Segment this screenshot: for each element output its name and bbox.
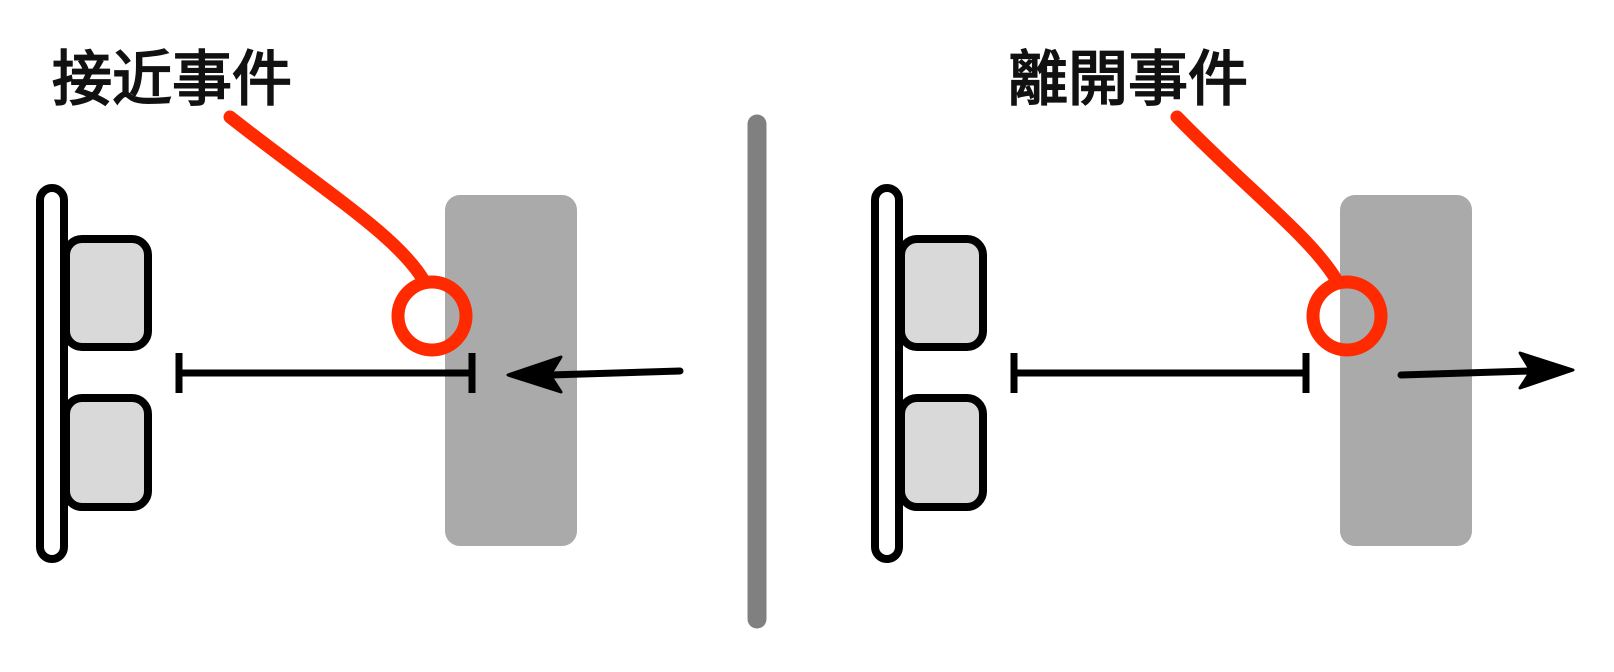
approach-direction-arrow xyxy=(506,355,684,394)
leave-event-marker xyxy=(1306,275,1388,357)
arrow-left-icon xyxy=(506,355,563,394)
sensor-device xyxy=(36,184,152,563)
sensor-pad-bottom xyxy=(897,394,987,511)
sensor-device xyxy=(871,184,987,563)
approach-event-panel: 接近事件 xyxy=(36,45,684,563)
approaching-object xyxy=(445,195,577,546)
sensor-device-body xyxy=(871,184,903,563)
arrow-right-icon xyxy=(1518,351,1575,390)
leave-event-leader-line xyxy=(1170,110,1344,288)
sensor-pad-top xyxy=(897,235,987,351)
leave-event-label: 離開事件 xyxy=(1008,45,1248,115)
distance-threshold xyxy=(1010,353,1310,393)
sensor-pad-top xyxy=(62,235,152,351)
sensor-device-body xyxy=(36,184,68,563)
approach-event-leader-line xyxy=(223,110,431,288)
leave-arrow-shaft xyxy=(1397,367,1534,379)
leave-direction-arrow xyxy=(1397,351,1575,390)
approach-event-marker xyxy=(391,275,473,357)
approach-event-label: 接近事件 xyxy=(52,45,292,115)
sensor-pad-bottom xyxy=(62,394,152,511)
approach-arrow-shaft xyxy=(546,367,684,379)
leaving-object xyxy=(1340,195,1472,546)
leave-event-panel: 離開事件 xyxy=(871,45,1575,563)
distance-threshold xyxy=(175,353,476,393)
